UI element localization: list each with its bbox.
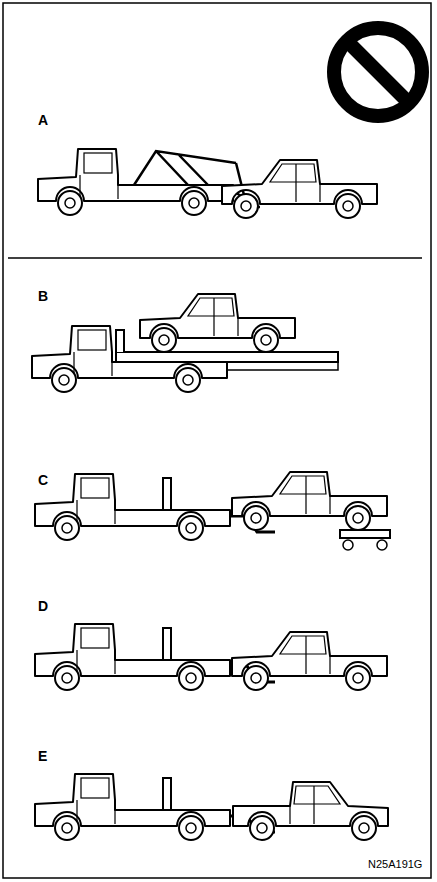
panel-letter: E: [38, 748, 47, 764]
panel-letter: B: [38, 288, 48, 304]
panel-letter: A: [38, 112, 48, 128]
figure-code: N25A191G: [368, 858, 422, 870]
panel-letter: D: [38, 598, 48, 614]
panel-letter: C: [38, 472, 48, 488]
